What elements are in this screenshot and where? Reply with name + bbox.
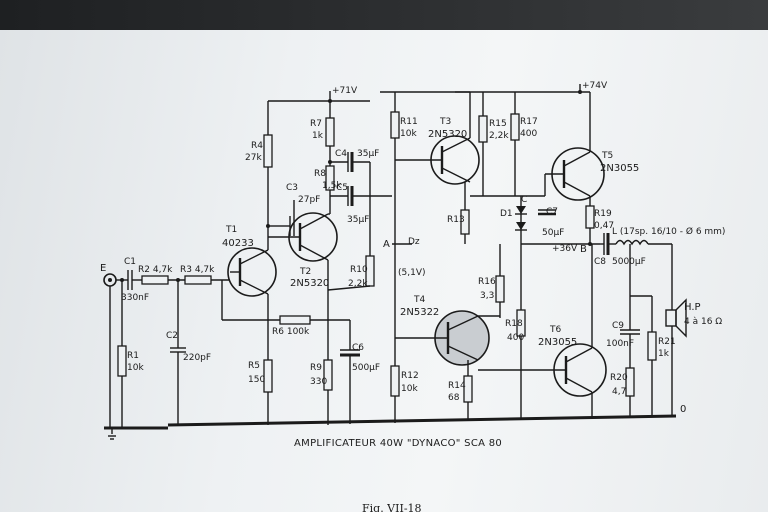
r21-label: R21 xyxy=(658,337,676,347)
r18-value: 400 xyxy=(507,333,524,343)
r11-label: R11 xyxy=(400,117,418,127)
r6-label: R6 100k xyxy=(272,327,310,337)
supply-74v-label: +74V xyxy=(582,81,608,91)
c3-label: C3 xyxy=(286,183,298,193)
c2-label: C2 xyxy=(166,331,178,341)
t1-transistor xyxy=(227,247,277,297)
r18-label: R18 xyxy=(505,319,523,329)
zener-symbol: Dz xyxy=(408,237,420,247)
t1-label: T1 xyxy=(225,225,237,235)
speaker-spec: 4 à 16 Ω xyxy=(684,317,722,327)
r7-label: R7 xyxy=(310,119,322,129)
c4-value: 35µF xyxy=(357,149,379,159)
node-c-label: C xyxy=(521,195,527,205)
c9-value: 100nF xyxy=(606,339,634,349)
node-a-label: A xyxy=(383,239,390,250)
d1-label: D1 xyxy=(500,209,513,219)
r20-label: R20 xyxy=(610,373,628,383)
schematic-caption: AMPLIFICATEUR 40W "DYNACO" SCA 80 xyxy=(294,438,502,449)
t4-value: 2N5322 xyxy=(400,307,439,318)
c6-label: C6 xyxy=(352,343,364,353)
r13-label: R13 xyxy=(447,215,465,225)
r19-label: R19 xyxy=(594,209,612,219)
c1-value: 330nF xyxy=(121,293,149,303)
r12-value: 10k xyxy=(401,384,418,394)
r10-label: R10 xyxy=(350,265,368,275)
figure-label: Fig. VII-18 xyxy=(362,502,422,512)
r14-label: R14 xyxy=(448,381,466,391)
r16-value: 3,3 xyxy=(480,291,494,301)
r14-value: 68 xyxy=(448,393,460,403)
r20-value: 4,7 xyxy=(612,387,626,397)
c6-value: 500µF xyxy=(352,363,380,373)
r15-value: 2,2k xyxy=(489,131,509,141)
t5-label: T5 xyxy=(601,151,613,161)
r7-value: 1k xyxy=(312,131,324,141)
c2-value: 220pF xyxy=(183,353,211,363)
supply-rails: +71V +74V xyxy=(268,81,608,103)
t3-value: 2N5320 xyxy=(428,129,467,140)
t1-value: 40233 xyxy=(222,238,254,249)
t5-value: 2N3055 xyxy=(600,163,639,174)
ground-bus xyxy=(104,414,677,440)
t2-label: T2 xyxy=(299,267,311,277)
r2-label: R2 4,7k xyxy=(138,265,173,275)
r8-value: 1,5k xyxy=(322,181,342,191)
c8-label: C8 xyxy=(594,257,606,267)
c7-value: 50µF xyxy=(542,228,564,238)
inductor-label: L (17sp. 16/10 - Ø 6 mm) xyxy=(612,226,725,237)
t6-label: T6 xyxy=(549,325,561,335)
r9-label: R9 xyxy=(310,363,322,373)
c5-value: 35µF xyxy=(347,215,369,225)
r11-value: 10k xyxy=(400,129,417,139)
t6-value: 2N3055 xyxy=(538,337,577,348)
r12-label: R12 xyxy=(401,371,419,381)
speaker-label: H.P xyxy=(684,302,701,313)
r5-label: R5 xyxy=(248,361,260,371)
c3-value: 27pF xyxy=(298,195,320,205)
r15-label: R15 xyxy=(489,119,507,129)
t4-label: T4 xyxy=(413,295,425,305)
speaker-icon xyxy=(665,309,677,327)
r1-label: R1 xyxy=(127,351,139,361)
supply-71v-label: +71V xyxy=(332,86,358,96)
driver-stage: T1 40233 R4 27k R5 150 R6 100k xyxy=(221,101,392,425)
r10-value: 2,2k xyxy=(348,279,368,289)
c7-label: C7 xyxy=(546,207,558,217)
r17-label: R17 xyxy=(520,117,538,127)
c4-label: C4 xyxy=(335,149,347,159)
c9-label: C9 xyxy=(612,321,624,331)
t3-label: T3 xyxy=(439,117,451,127)
input-stage: E C1 330nF R1 10k R2 4,7k xyxy=(100,257,230,428)
t2-value: 2N5320 xyxy=(290,278,329,289)
c1-label: C1 xyxy=(124,257,136,267)
r8-label: R8 xyxy=(314,169,326,179)
r4-label: R4 xyxy=(251,141,263,151)
r1-value: 10k xyxy=(127,363,144,373)
r5-value: 150 xyxy=(248,375,265,385)
r9-value: 330 xyxy=(310,377,327,387)
zener-voltage: (5,1V) xyxy=(398,268,426,278)
output-stage: R11 10k R12 10k A Dz (5,1V) T3 2N5320 xyxy=(383,91,725,423)
c8-value: 5000µF xyxy=(612,257,646,267)
r16-label: R16 xyxy=(478,277,496,287)
r4-value: 27k xyxy=(245,153,262,163)
supply-36v-label: +36V xyxy=(552,244,578,254)
ground-zero-label: 0 xyxy=(680,404,686,415)
background-edge xyxy=(0,0,768,30)
c5-label: C5 xyxy=(336,183,348,193)
input-label: E xyxy=(100,263,106,274)
node-b-label: B xyxy=(580,244,587,255)
r19-value: 0,47 xyxy=(594,221,614,231)
r17-value: 400 xyxy=(520,129,537,139)
r21-value: 1k xyxy=(658,349,670,359)
r3-label: R3 4,7k xyxy=(180,265,215,275)
